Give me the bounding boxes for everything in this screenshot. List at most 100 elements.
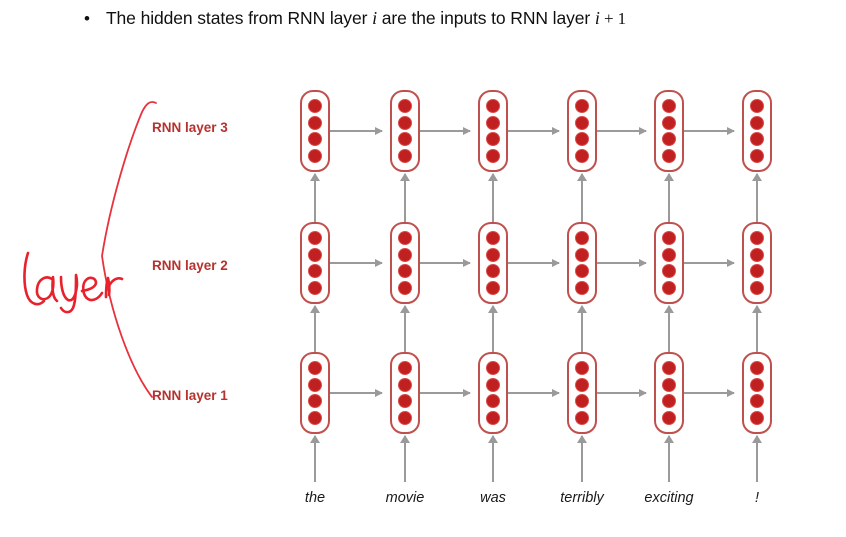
rnn-cell-l2-c3[interactable] [478,222,508,304]
recurrent-arrow-l3-c3-c4 [508,126,560,135]
rnn-cell-l1-c3[interactable] [478,352,508,434]
hidden-unit [662,230,676,245]
hidden-unit [398,115,412,130]
hidden-unit [575,247,589,262]
recurrent-arrow-l2-c3-c4 [508,258,560,267]
handwritten-layer-annotation [23,251,124,314]
recurrent-arrow-l1-c4-c5 [597,388,647,397]
hidden-unit [575,230,589,245]
interlayer-arrow-l2-l3-c2 [400,173,410,222]
rnn-cell-l1-c2[interactable] [390,352,420,434]
hidden-unit [398,247,412,262]
hidden-unit [750,411,764,426]
interlayer-arrow-l2-l3-c1 [310,173,320,222]
interlayer-arrow-l2-l3-c3 [488,173,498,222]
recurrent-arrow-l2-c1-c2 [330,258,383,267]
rnn-cell-l3-c2[interactable] [390,90,420,172]
hidden-unit [486,394,500,409]
input-arrow-c1 [310,435,320,482]
rnn-cell-l1-c1[interactable] [300,352,330,434]
input-word-exciting: exciting [644,490,694,506]
hidden-unit [575,264,589,279]
hidden-unit [750,281,764,296]
headline-plus-operator: + [599,9,618,28]
hidden-unit [750,132,764,147]
hidden-unit [398,149,412,164]
interlayer-arrow-l1-l2-c5 [664,305,674,352]
hidden-unit [308,360,322,375]
hidden-unit [662,149,676,164]
rnn-cell-l2-c1[interactable] [300,222,330,304]
hidden-unit [575,132,589,147]
hidden-unit [750,247,764,262]
rnn-cell-l2-c4[interactable] [567,222,597,304]
input-word-terribly: terribly [560,490,604,506]
hidden-unit [575,281,589,296]
hidden-unit [308,377,322,392]
rnn-cell-l3-c3[interactable] [478,90,508,172]
interlayer-arrow-l1-l2-c1 [310,305,320,352]
rnn-cell-l3-c5[interactable] [654,90,684,172]
headline-text-part2: are the inputs to RNN layer [376,8,595,28]
hidden-unit [308,115,322,130]
headline-text-part1: The hidden states from RNN layer [105,8,373,28]
hidden-unit [308,281,322,296]
interlayer-arrow-l1-l2-c4 [577,305,587,352]
rnn-cell-l2-c2[interactable] [390,222,420,304]
hidden-unit [308,98,322,113]
hidden-unit [575,377,589,392]
hidden-unit [398,230,412,245]
rnn-cell-l1-c4[interactable] [567,352,597,434]
recurrent-arrow-l1-c5-c6 [684,388,735,397]
recurrent-arrow-l2-c4-c5 [597,258,647,267]
input-arrow-c6 [752,435,762,482]
hidden-unit [308,264,322,279]
headline: • The hidden states from RNN layer i are… [84,8,824,29]
hidden-unit [486,98,500,113]
input-word-was: was [480,490,506,506]
rnn-cell-l3-c1[interactable] [300,90,330,172]
hidden-unit [308,411,322,426]
hidden-unit [662,132,676,147]
headline-variable-i-second: i [594,8,600,28]
hidden-unit [398,98,412,113]
hidden-unit [486,132,500,147]
recurrent-arrow-l3-c1-c2 [330,126,383,135]
recurrent-arrow-l2-c2-c3 [420,258,471,267]
hidden-unit [398,411,412,426]
hidden-unit [398,264,412,279]
rnn-cell-l1-c6[interactable] [742,352,772,434]
interlayer-arrow-l2-l3-c5 [664,173,674,222]
recurrent-arrow-l1-c2-c3 [420,388,471,397]
hidden-unit [662,247,676,262]
rnn-cell-l2-c5[interactable] [654,222,684,304]
headline-text: The hidden states from RNN layer i are t… [106,8,626,29]
hidden-unit [398,377,412,392]
hidden-unit [750,98,764,113]
rnn-cell-l1-c5[interactable] [654,352,684,434]
layer-label-rnn-layer-3: RNN layer 3 [152,120,228,135]
headline-number-one: 1 [617,9,627,28]
hidden-unit [575,411,589,426]
hidden-unit [575,149,589,164]
hidden-unit [662,98,676,113]
rnn-cell-l2-c6[interactable] [742,222,772,304]
recurrent-arrow-l3-c2-c3 [420,126,471,135]
hidden-unit [750,230,764,245]
hidden-unit [662,360,676,375]
hidden-unit [750,360,764,375]
recurrent-arrow-l1-c1-c2 [330,388,383,397]
hidden-unit [486,115,500,130]
hidden-unit [486,411,500,426]
hidden-unit [308,132,322,147]
rnn-cell-l3-c4[interactable] [567,90,597,172]
input-arrow-c4 [577,435,587,482]
rnn-cell-l3-c6[interactable] [742,90,772,172]
recurrent-arrow-l2-c5-c6 [684,258,735,267]
hidden-unit [308,394,322,409]
layer-label-rnn-layer-1: RNN layer 1 [152,388,228,403]
hidden-unit [308,230,322,245]
interlayer-arrow-l1-l2-c3 [488,305,498,352]
recurrent-arrow-l3-c5-c6 [684,126,735,135]
hidden-unit [662,281,676,296]
